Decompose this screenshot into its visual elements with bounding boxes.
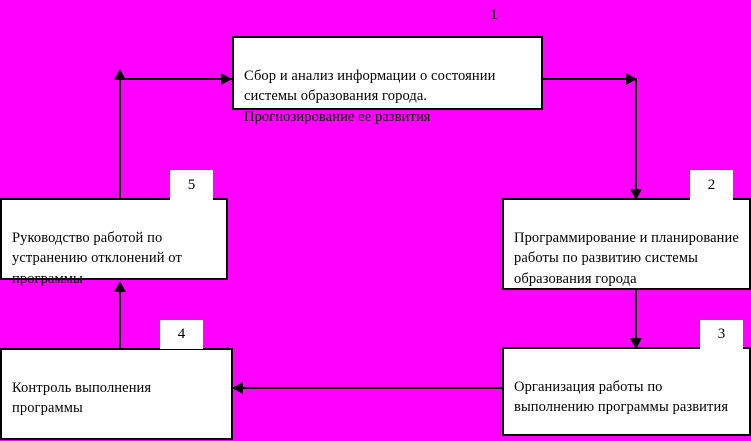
process-box-1[interactable]: Сбор и анализ информации о состоянии сис… bbox=[232, 36, 543, 125]
node-badge-4: 4 bbox=[160, 320, 203, 349]
process-box-4[interactable]: Контроль выполнения программы bbox=[0, 348, 233, 440]
connector-5-to-1-vertical bbox=[119, 78, 121, 206]
process-box-2-text: Программирование и планирование работы п… bbox=[514, 229, 739, 287]
connector-5-to-1-arrowhead-up bbox=[114, 69, 126, 80]
connector-1-to-2-vertical bbox=[635, 78, 637, 198]
node-badge-5: 5 bbox=[170, 170, 213, 201]
node-badge-2-label: 2 bbox=[707, 177, 716, 193]
connector-1-to-2-arrowhead-down bbox=[630, 189, 642, 200]
connector-5-to-1-arrowhead-right bbox=[221, 73, 232, 85]
connector-5-to-1-horizontal bbox=[119, 78, 233, 80]
connector-4-to-5-arrowhead-up bbox=[114, 281, 126, 292]
figure-number-label: 1 bbox=[490, 6, 498, 23]
connector-1-to-2-horizontal bbox=[543, 78, 636, 80]
node-badge-5-label: 5 bbox=[187, 177, 196, 193]
process-box-5[interactable]: Руководство работой по устранению отклон… bbox=[0, 198, 228, 287]
connector-3-to-4-horizontal bbox=[232, 387, 503, 389]
connector-2-to-3-vertical bbox=[635, 290, 637, 348]
node-badge-4-label: 4 bbox=[177, 326, 186, 342]
node-badge-3: 3 bbox=[700, 320, 743, 349]
node-badge-2: 2 bbox=[690, 170, 733, 201]
connector-2-to-3-arrowhead-down bbox=[630, 338, 642, 349]
process-box-1-text: Сбор и анализ информации о состоянии сис… bbox=[244, 67, 496, 125]
connector-3-to-4-arrowhead-left bbox=[232, 382, 243, 394]
process-box-2[interactable]: Программирование и планирование работы п… bbox=[502, 198, 751, 290]
process-box-4-text: Контроль выполнения программы bbox=[12, 379, 152, 417]
process-box-5-text: Руководство работой по устранению отклон… bbox=[12, 229, 182, 287]
node-badge-3-label: 3 bbox=[717, 326, 726, 342]
process-box-3[interactable]: Организация работы по выполнению програм… bbox=[502, 347, 751, 436]
connector-1-to-2-arrowhead-right bbox=[626, 73, 637, 85]
process-box-3-text: Организация работы по выполнению програм… bbox=[514, 378, 729, 416]
connector-4-to-5-vertical bbox=[119, 290, 121, 348]
